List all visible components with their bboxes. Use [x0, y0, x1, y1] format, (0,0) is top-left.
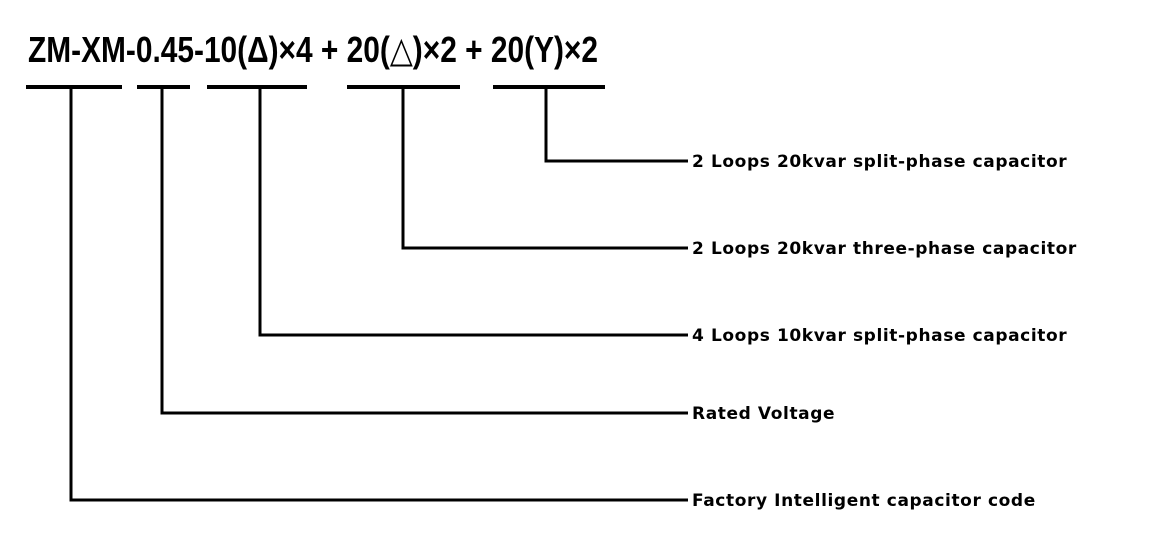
callout-label-factory-code: Factory Intelligent capacitor code [692, 491, 1036, 511]
connector-rated-voltage [160, 87, 688, 415]
callout-label-rated-voltage: Rated Voltage [692, 404, 835, 424]
connector-20kvar-delta [401, 87, 688, 250]
connector-factory-code [69, 87, 688, 502]
connector-10kvar [258, 87, 688, 337]
callout-label-20kvar-three-phase: 2 Loops 20kvar three-phase capacitor [692, 239, 1077, 259]
callout-label-10kvar-split-phase: 4 Loops 10kvar split-phase capacitor [692, 326, 1067, 346]
connector-20kvar-y [544, 87, 688, 163]
model-code-title: ZM-XM-0.45-10(Δ)×4 + 20(△)×2 + 20(Y)×2 [28, 29, 598, 70]
connector-lines [69, 87, 688, 502]
callout-label-20kvar-split-phase: 2 Loops 20kvar split-phase capacitor [692, 152, 1067, 172]
